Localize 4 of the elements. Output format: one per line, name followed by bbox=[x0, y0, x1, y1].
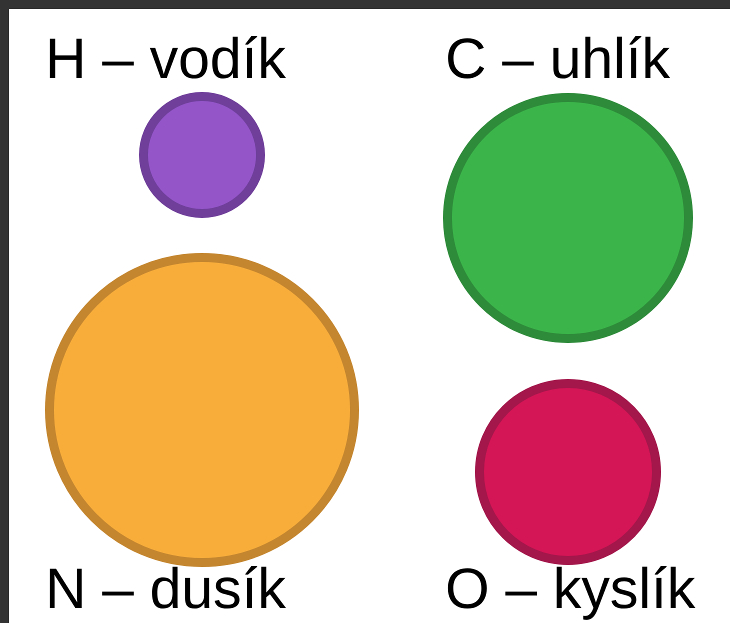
element-label: O – kyslík bbox=[448, 566, 696, 620]
element-label: C – uhlík bbox=[448, 36, 670, 79]
element-label: H – vodík bbox=[50, 36, 286, 79]
element-label: N – dusík bbox=[50, 566, 286, 609]
